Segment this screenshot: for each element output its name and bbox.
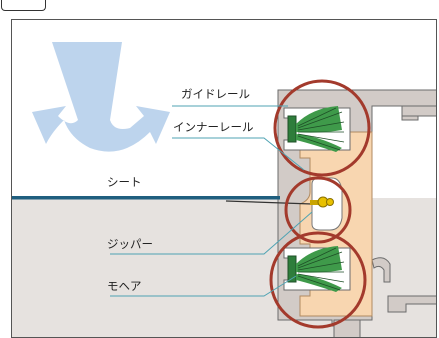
tab-outline (1, 0, 46, 11)
wind-arrow (32, 42, 170, 152)
diagram-frame (11, 19, 437, 338)
sheet-shutter-diagram (12, 42, 436, 337)
floor-area (12, 198, 436, 337)
lower-mohair-brush (287, 246, 345, 292)
zipper-label: ジッパー (107, 237, 153, 251)
inner-rail-leader (172, 137, 305, 171)
rail-slot-upper (401, 105, 436, 117)
rail-lower-slot (387, 295, 436, 313)
zipper-leader (110, 211, 313, 255)
mohair-leader (110, 275, 297, 297)
sheet-label: シート (107, 175, 142, 189)
upper-highlight-circle (273, 79, 371, 177)
inner-rail-label: インナーレール (173, 120, 254, 134)
rail-lower-hook (371, 257, 391, 283)
sheet-line (12, 196, 280, 200)
mohair-label: モヘア (107, 279, 142, 293)
sheet-to-zipper (225, 200, 313, 205)
upper-mohair-brush (287, 106, 345, 152)
guide-rail-label: ガイドレール (181, 87, 250, 101)
lower-highlight-circle (269, 231, 367, 329)
zipper-element (310, 196, 334, 208)
middle-highlight-circle (284, 176, 352, 244)
rail-bottom-foot (333, 319, 361, 337)
